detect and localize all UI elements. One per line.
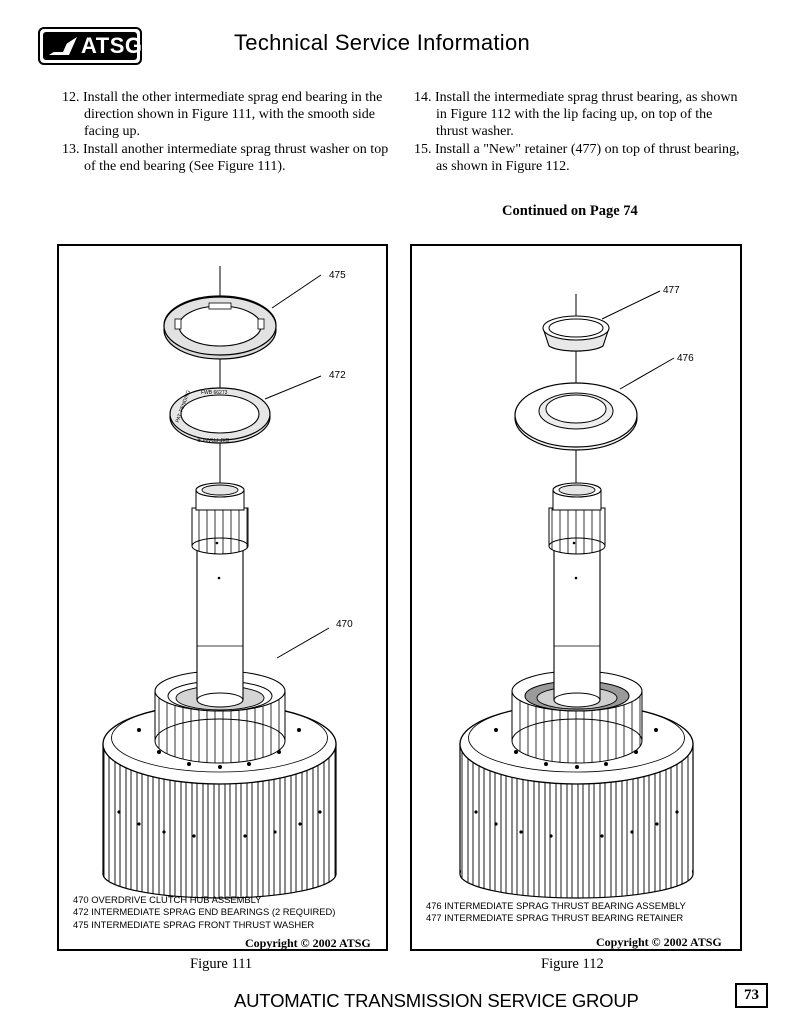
figure-111-box: FWB 66273 SKF FRANCE PAT. PENDING: [57, 244, 388, 951]
input-shaft: [191, 482, 249, 708]
callout-470: 470: [336, 619, 353, 630]
legend-item-472: 472 INTERMEDIATE SPRAG END BEARINGS (2 R…: [73, 906, 336, 918]
thrust-washer-475: [163, 295, 277, 360]
figure-112-legend: 476 INTERMEDIATE SPRAG THRUST BEARING AS…: [426, 900, 686, 925]
instructions-right: 14. Install the intermediate sprag thrus…: [414, 89, 744, 175]
figure-112-illustration: [459, 290, 694, 899]
instruction-step-15: 15. Install a "New" retainer (477) on to…: [414, 141, 740, 174]
figure-112-caption: Figure 112: [541, 956, 604, 972]
figure-112-box: 477 476 476 INTERMEDIATE SPRAG THRUST BE…: [410, 244, 742, 951]
copyright-112: Copyright © 2002 ATSG: [596, 935, 722, 949]
bearing-marking-2: SKF FRANCE: [197, 436, 229, 442]
page-number: 73: [735, 983, 768, 1008]
clutch-hub-drum: [102, 670, 337, 899]
callout-476: 476: [677, 353, 694, 364]
atsg-logo: ATSG: [38, 27, 142, 65]
legend-item-477: 477 INTERMEDIATE SPRAG THRUST BEARING RE…: [426, 912, 684, 924]
callout-477: 477: [663, 285, 680, 296]
retainer-477: [542, 315, 610, 352]
instruction-step-13: 13. Install another intermediate sprag t…: [62, 141, 389, 174]
callout-472: 472: [329, 370, 346, 381]
figure-111-legend: 470 OVERDRIVE CLUTCH HUB ASSEMBLY 472 IN…: [73, 894, 335, 931]
footer-text: AUTOMATIC TRANSMISSION SERVICE GROUP: [234, 990, 639, 1011]
callout-475: 475: [329, 270, 346, 281]
figure-111-caption: Figure 111: [190, 956, 253, 972]
legend-item-470: 470 OVERDRIVE CLUTCH HUB ASSEMBLY: [73, 894, 262, 905]
instruction-step-14: 14. Install the intermediate sprag thrus…: [414, 90, 738, 140]
input-shaft-112: [548, 482, 606, 708]
logo-text: ATSG: [81, 33, 143, 58]
page-title: Technical Service Information: [234, 30, 531, 55]
bearing-marking-1: FWB 66273: [201, 390, 228, 396]
thrust-bearing-476: [514, 382, 638, 451]
legend-item-475: 475 INTERMEDIATE SPRAG FRONT THRUST WASH…: [73, 918, 315, 930]
continued-note: Continued on Page 74: [502, 203, 638, 219]
atsg-emblem-icon: [49, 37, 77, 55]
legend-item-476: 476 INTERMEDIATE SPRAG THRUST BEARING AS…: [426, 900, 686, 911]
end-bearing-472: FWB 66273 SKF FRANCE PAT. PENDING: [169, 387, 271, 444]
instructions-left: 12. Install the other intermediate sprag…: [62, 89, 392, 175]
copyright-111: Copyright © 2002 ATSG: [245, 936, 371, 950]
figure-111-illustration: FWB 66273 SKF FRANCE PAT. PENDING: [102, 266, 337, 899]
instruction-step-12: 12. Install the other intermediate sprag…: [62, 90, 383, 140]
